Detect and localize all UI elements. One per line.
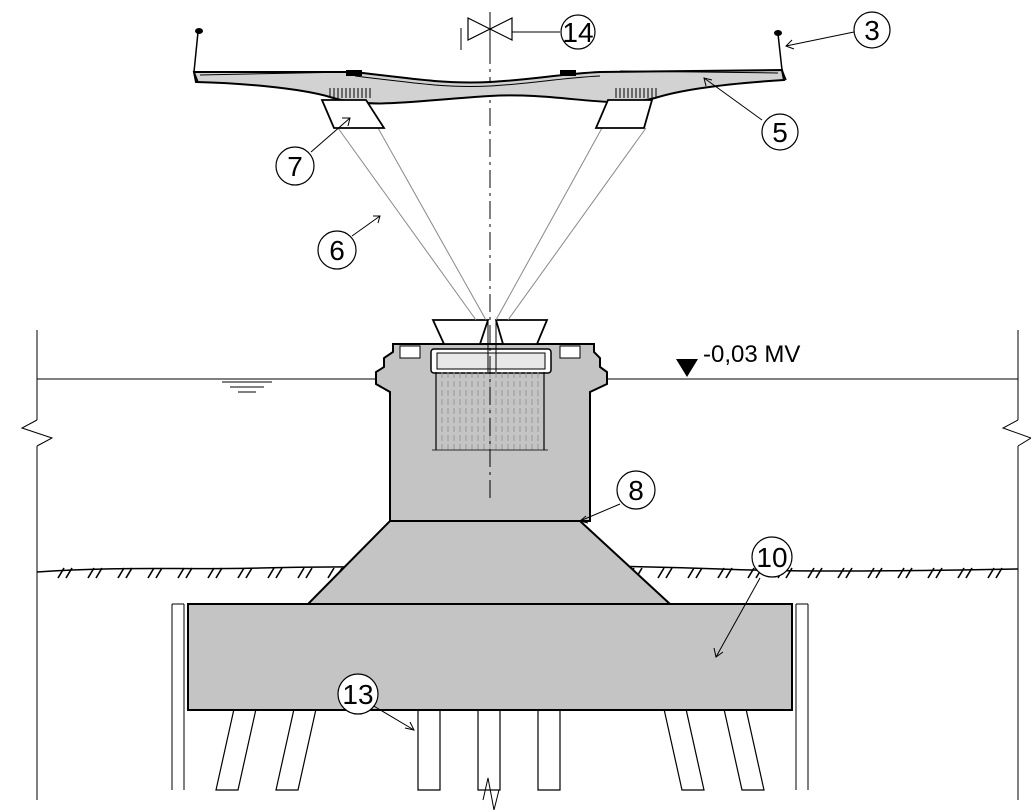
svg-text:14: 14 bbox=[562, 17, 593, 48]
cofferdam-right-wall bbox=[1001, 330, 1031, 800]
bridge-deck bbox=[192, 28, 787, 105]
callout-13: 13 bbox=[337, 673, 415, 731]
svg-text:5: 5 bbox=[772, 117, 788, 148]
callout-3: 3 bbox=[785, 11, 891, 50]
level-marker-icon bbox=[676, 359, 698, 377]
pier-footing bbox=[305, 520, 673, 605]
cable-saddle bbox=[431, 319, 549, 372]
svg-text:6: 6 bbox=[329, 235, 345, 266]
cable-anchorage bbox=[399, 345, 581, 451]
svg-text:3: 3 bbox=[864, 15, 880, 46]
callout-10: 10 bbox=[713, 536, 793, 658]
cofferdam-inner-walls bbox=[171, 603, 809, 790]
deck-anchor-block-right bbox=[594, 99, 654, 129]
callout-6: 6 bbox=[317, 215, 381, 270]
break-symbol bbox=[482, 777, 500, 810]
callout-5: 5 bbox=[703, 77, 799, 151]
pier-column bbox=[375, 343, 608, 522]
water-level-label: -0,03 MV bbox=[703, 341, 800, 368]
callout-8: 8 bbox=[578, 470, 656, 524]
cofferdam-left-wall bbox=[20, 330, 54, 800]
svg-text:13: 13 bbox=[342, 679, 373, 710]
pile-cap bbox=[187, 603, 793, 711]
callout-7: 7 bbox=[275, 117, 351, 186]
stay-cables bbox=[337, 127, 647, 321]
axis-symbol-icon bbox=[467, 12, 513, 50]
svg-text:7: 7 bbox=[287, 151, 303, 182]
svg-text:10: 10 bbox=[756, 542, 787, 573]
piles bbox=[215, 695, 765, 791]
callout-14: 14 bbox=[512, 14, 596, 50]
deck-anchor-block-left bbox=[320, 99, 386, 129]
water-symbol bbox=[222, 381, 272, 393]
svg-text:8: 8 bbox=[628, 475, 644, 506]
